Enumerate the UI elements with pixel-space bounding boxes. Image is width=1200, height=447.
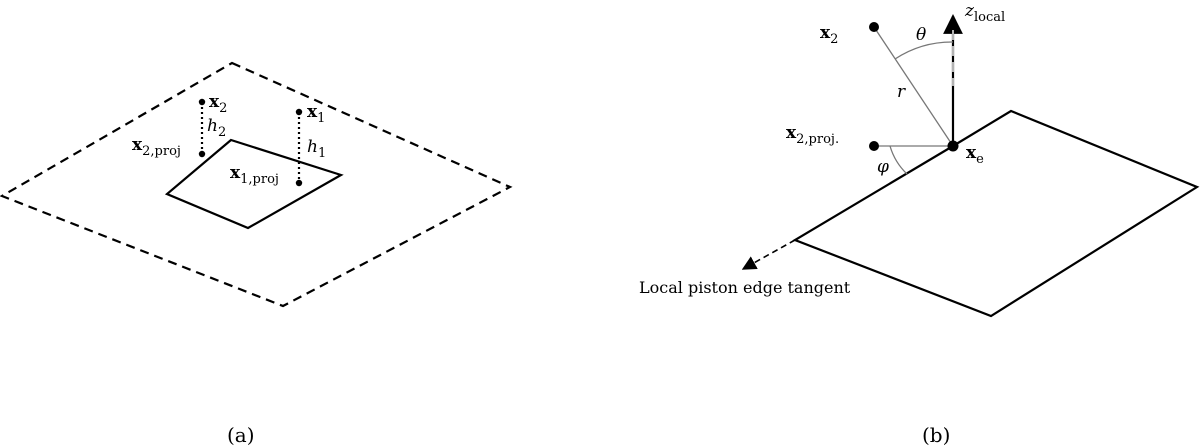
inner-piston-square [164, 138, 344, 230]
theta-arc [894, 41, 954, 60]
label-x1-proj: x1,proj [230, 163, 279, 187]
edge-tangent-arrow [741, 239, 796, 270]
label-x2: x2 [820, 23, 838, 47]
label-xe: xe [966, 143, 984, 167]
label-x2-proj: x2,proj. [786, 123, 839, 147]
point-x2-proj [869, 141, 879, 151]
caption-b: (b) [922, 423, 950, 447]
label-h2: h2 [207, 116, 226, 140]
point-x2 [869, 22, 879, 32]
piston-surface [792, 109, 1200, 318]
label-edge-tangent: Local piston edge tangent [639, 278, 851, 297]
point-xe [947, 140, 959, 152]
panel-b: x2 x2,proj. xe zlocal θ r φ Local piston… [639, 1, 1200, 447]
phi-arc [889, 145, 908, 175]
label-phi: φ [877, 157, 889, 177]
label-x1: x1 [307, 102, 325, 126]
radius-line-r [873, 26, 954, 147]
label-h1: h1 [307, 137, 326, 161]
label-x2: x2 [209, 92, 227, 116]
outer-region-dashed [0, 61, 513, 308]
label-z-local: zlocal [964, 1, 1005, 25]
label-r: r [897, 82, 906, 102]
point-x2-proj [198, 150, 206, 158]
label-x2-proj: x2,proj [132, 135, 181, 159]
label-theta: θ [916, 25, 926, 45]
caption-a: (a) [227, 423, 255, 447]
point-x1 [295, 108, 303, 116]
panel-a: x2 x1 h2 h1 x2,proj x1,proj (a) [0, 61, 513, 447]
point-x2 [198, 98, 206, 106]
point-x1-proj [295, 179, 303, 187]
